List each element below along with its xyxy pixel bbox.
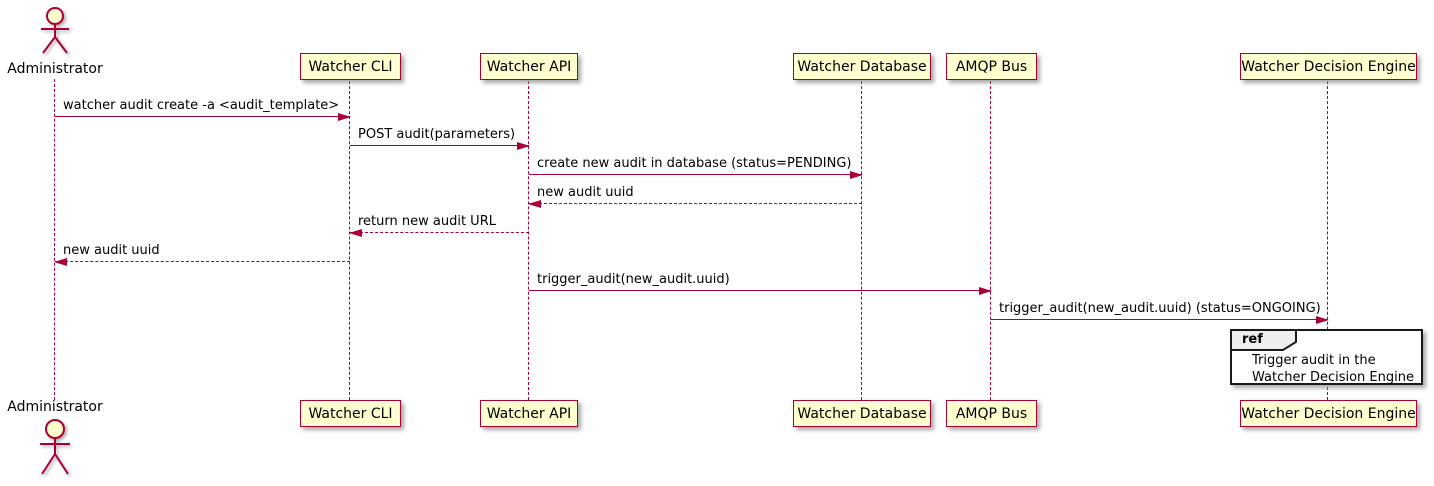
message-1-label: watcher audit create -a <audit_template> bbox=[63, 98, 340, 113]
message-2-line bbox=[350, 145, 529, 146]
message-8-line bbox=[991, 319, 1328, 320]
arrowhead-left-icon bbox=[349, 229, 362, 238]
lifeline-watcher-database bbox=[861, 81, 862, 400]
message-6: new audit uuid bbox=[54, 243, 350, 267]
message-6-line bbox=[55, 261, 350, 262]
message-3: create new audit in database (status=PEN… bbox=[529, 156, 863, 180]
participant-top-amqp-bus: AMQP Bus bbox=[946, 53, 1037, 80]
actor-label-top: Administrator bbox=[7, 61, 103, 77]
participant-bottom-watcher-cli: Watcher CLI bbox=[300, 400, 401, 427]
participant-top-watcher-database: Watcher Database bbox=[793, 53, 931, 80]
participant-bottom-watcher-decision-engine: Watcher Decision Engine bbox=[1240, 400, 1417, 427]
message-4: new audit uuid bbox=[528, 185, 862, 209]
arrowhead-right-icon bbox=[338, 113, 351, 122]
participant-top-watcher-cli: Watcher CLI bbox=[300, 53, 401, 80]
ref-tab-icon bbox=[1230, 329, 1297, 351]
message-7-label: trigger_audit(new_audit.uuid) bbox=[537, 272, 730, 287]
ref-body-line2: Watcher Decision Engine bbox=[1252, 370, 1414, 385]
message-8: trigger_audit(new_audit.uuid) (status=ON… bbox=[991, 301, 1329, 325]
message-5-line bbox=[350, 232, 529, 233]
arrowhead-right-icon bbox=[517, 142, 530, 151]
lifeline-watcher-decision-engine bbox=[1327, 81, 1328, 400]
message-5-label: return new audit URL bbox=[358, 214, 496, 229]
arrowhead-right-icon bbox=[1316, 316, 1329, 325]
message-3-label: create new audit in database (status=PEN… bbox=[537, 156, 852, 171]
message-6-label: new audit uuid bbox=[63, 243, 160, 258]
ref-keyword: ref bbox=[1242, 332, 1263, 347]
arrowhead-left-icon bbox=[54, 258, 67, 267]
lifeline-watcher-cli bbox=[349, 81, 350, 400]
participant-bottom-amqp-bus: AMQP Bus bbox=[946, 400, 1037, 427]
participant-bottom-watcher-api: Watcher API bbox=[480, 400, 578, 427]
participant-top-watcher-decision-engine: Watcher Decision Engine bbox=[1240, 53, 1417, 80]
message-4-line bbox=[529, 203, 862, 204]
message-3-line bbox=[529, 174, 862, 175]
ref-body-line1: Trigger audit in the bbox=[1252, 353, 1376, 368]
arrowhead-right-icon bbox=[979, 287, 992, 296]
message-7: trigger_audit(new_audit.uuid) bbox=[529, 272, 992, 296]
actor-icon bbox=[41, 7, 69, 54]
message-4-label: new audit uuid bbox=[537, 185, 634, 200]
message-1-line bbox=[55, 116, 350, 117]
lifeline-watcher-api bbox=[528, 81, 529, 400]
message-2-label: POST audit(parameters) bbox=[358, 127, 516, 142]
lifeline-amqp-bus bbox=[990, 81, 991, 400]
message-7-line bbox=[529, 290, 991, 291]
ref-body: Trigger audit in the Watcher Decision En… bbox=[1252, 352, 1417, 386]
message-1: watcher audit create -a <audit_template> bbox=[55, 98, 351, 122]
arrowhead-right-icon bbox=[850, 171, 863, 180]
ref-fragment: ref Trigger audit in the Watcher Decisio… bbox=[1230, 329, 1423, 385]
participant-bottom-watcher-database: Watcher Database bbox=[793, 400, 931, 427]
actor-icon bbox=[40, 419, 70, 475]
message-8-label: trigger_audit(new_audit.uuid) (status=ON… bbox=[999, 301, 1321, 316]
actor-label-bottom: Administrator bbox=[7, 399, 103, 415]
message-5: return new audit URL bbox=[349, 214, 529, 238]
arrowhead-left-icon bbox=[528, 200, 541, 209]
message-2: POST audit(parameters) bbox=[350, 127, 530, 151]
participant-top-watcher-api: Watcher API bbox=[480, 53, 578, 80]
lifeline-administrator bbox=[54, 79, 55, 400]
